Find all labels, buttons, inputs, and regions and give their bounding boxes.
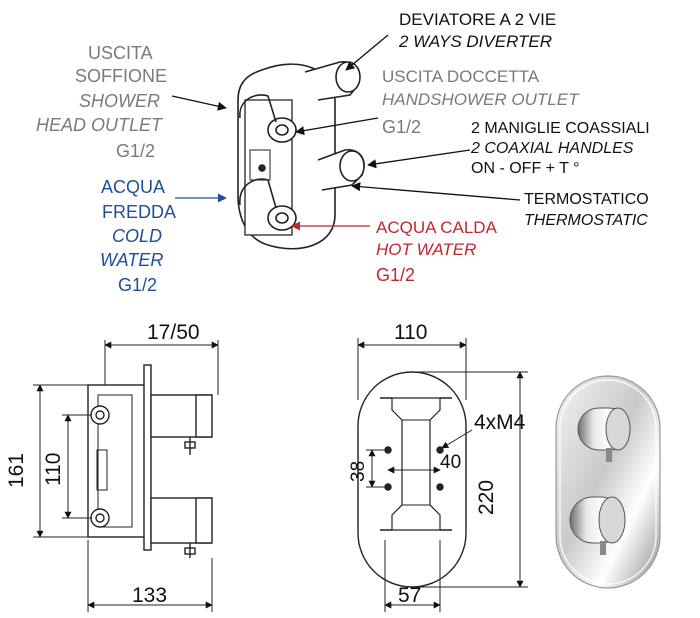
dim-front-offset: 40 [440,452,462,473]
shower-head-line4: HEAD OUTLET [36,115,163,135]
side-view [87,364,213,558]
cold-water-line1: ACQUA [101,177,166,197]
handshower-size: G1/2 [382,117,422,137]
chrome-render [555,375,661,589]
handles-en: 2 COAXIAL HANDLES [471,140,634,157]
cold-water-size: G1/2 [118,275,158,295]
shower-head-line2: SOFFIONE [75,66,168,86]
shower-head-line1: USCITA [88,43,153,63]
lower-outlet-ring [267,205,297,231]
shower-head-line3: SHOWER [79,91,160,111]
handshower-en: HANDSHOWER OUTLET [382,90,579,109]
hot-water-size: G1/2 [376,265,416,285]
front-view [357,371,467,588]
upper-outlet-ring [267,117,297,143]
thermostatic-it: TERMOSTATICO [524,191,649,208]
side-cover-plate [143,364,152,551]
side-dimensions [33,340,219,612]
handles-it: 2 MANIGLIE COASSIALI [471,120,650,137]
handshower-it: USCITA DOCCETTA [382,67,540,86]
diverter-en: 2 WAYS DIVERTER [399,32,553,51]
dim-side-top: 17/50 [147,321,200,344]
dim-front-height: 220 [475,479,498,515]
dim-front-bottom: 57 [398,584,422,607]
dim-front-width: 110 [394,321,428,344]
diverter-it: DEVIATORE A 2 VIE [399,10,557,29]
product-sketch [237,61,365,250]
chrome-upper-handle [577,407,631,462]
cold-water-line4: WATER [100,250,164,270]
dim-front-screws: 4xM4 [474,411,526,434]
hot-water-en: HOT WATER [376,240,477,259]
dim-side-depth: 133 [132,584,168,607]
hot-water-it: ACQUA CALDA [376,218,497,237]
cold-water-line3: COLD [112,226,163,246]
handles-note: ON - OFF + T ° [471,160,580,177]
chrome-lower-handle [569,496,626,555]
shower-head-size: G1/2 [116,141,156,161]
dim-front-spacing: 38 [348,460,369,482]
dim-side-total-height: 161 [5,452,28,488]
dim-side-inner-height: 110 [42,452,65,486]
thermostatic-en: THERMOSTATIC [524,212,648,229]
cold-water-line2: FREDDA [102,202,177,222]
front-dimensions [357,338,528,612]
leader-lines [171,34,521,231]
